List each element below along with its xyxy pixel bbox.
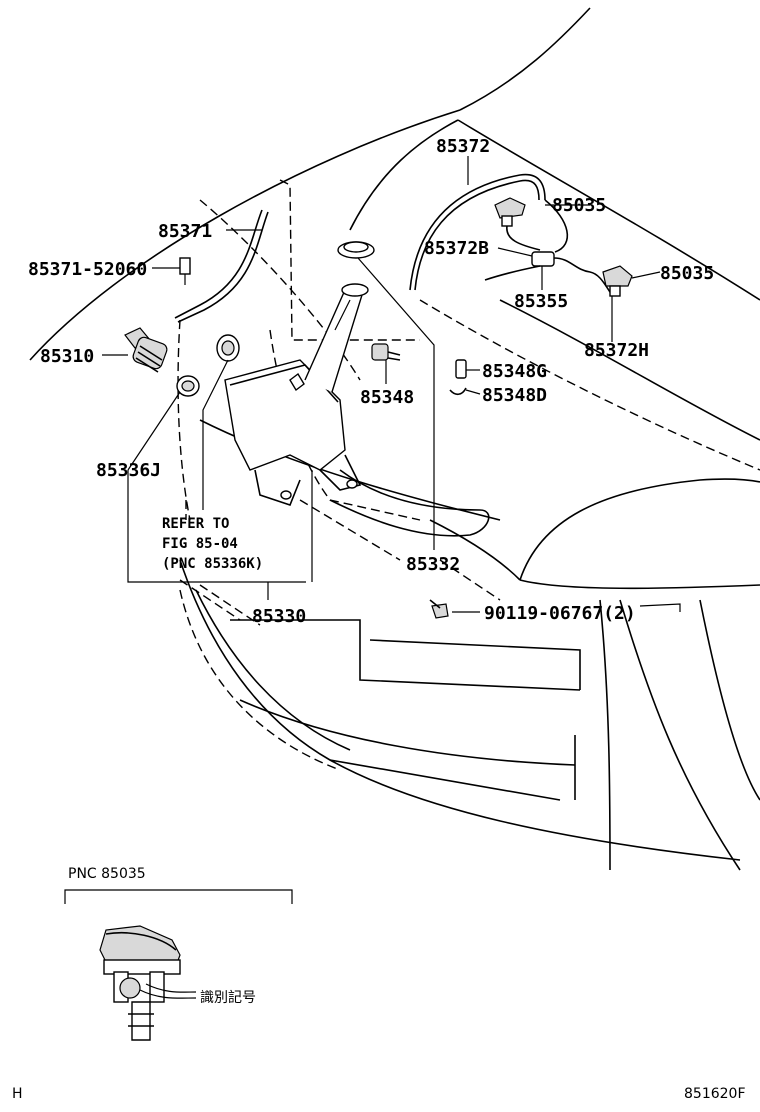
label-85035-lower: 85035 — [660, 263, 714, 284]
label-85372h: 85372H — [584, 340, 649, 361]
hose-joint-85355 — [484, 251, 613, 296]
label-85348g: 85348G — [482, 361, 547, 382]
footer: H 851620F — [12, 1086, 746, 1102]
washer-tank-85332 — [224, 283, 369, 506]
part-labels: 85372 85035 85371 85372B 85371-52060 850… — [28, 136, 714, 627]
leader-lines — [102, 156, 681, 613]
washer-pump-85310 — [124, 327, 168, 373]
footer-mark: H — [12, 1086, 23, 1102]
label-85310: 85310 — [40, 346, 94, 367]
washer-hose-85371 — [174, 209, 269, 323]
level-sensor-85348 — [371, 343, 401, 361]
diagram-code: 851620F — [684, 1086, 746, 1102]
check-valve-85348g — [455, 359, 467, 379]
label-85332: 85332 — [406, 554, 460, 575]
vehicle-body-outline — [29, 7, 760, 871]
label-85330: 85330 — [252, 606, 306, 627]
refer-note-line1: REFER TO — [162, 516, 229, 532]
label-85336j: 85336J — [96, 460, 161, 481]
washer-hose-85372 — [409, 173, 546, 291]
bolt-90119 — [429, 599, 449, 619]
label-90119-06767: 90119-06767(2) — [484, 603, 636, 624]
label-85035-upper: 85035 — [552, 195, 606, 216]
label-85348d: 85348D — [482, 385, 547, 406]
refer-note-line2: FIG 85-04 — [162, 536, 238, 552]
label-85371: 85371 — [158, 221, 212, 242]
id-mark-label: 識別記号 — [200, 989, 256, 1006]
label-85371-52060: 85371-52060 — [28, 259, 147, 280]
label-85348: 85348 — [360, 387, 414, 408]
label-85355: 85355 — [514, 291, 568, 312]
refer-note-line3: (PNC 85336K) — [162, 556, 263, 572]
label-85372: 85372 — [436, 136, 490, 157]
filler-cap — [337, 241, 375, 259]
hose-85348d — [449, 387, 467, 396]
inset-title: PNC 85035 — [68, 866, 146, 882]
washer-nozzle-lower — [602, 265, 633, 297]
label-85372b: 85372B — [424, 238, 489, 259]
inset-nozzle-detail: PNC 85035 識別記号 — [64, 866, 293, 1041]
washer-nozzle-upper — [494, 197, 569, 253]
